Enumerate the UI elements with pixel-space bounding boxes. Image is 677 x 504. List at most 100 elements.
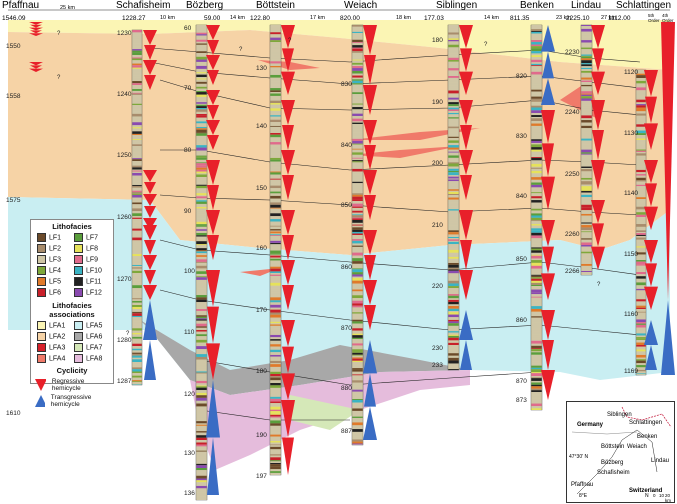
lithology-bed xyxy=(581,147,592,150)
lithology-bed xyxy=(636,369,646,372)
lithology-bed xyxy=(636,172,646,175)
lithology-bed xyxy=(352,148,363,150)
lithology-bed xyxy=(636,224,646,227)
lithology-bed xyxy=(132,284,142,286)
lithology-bed xyxy=(132,58,142,61)
lithology-bed xyxy=(270,334,281,338)
lithology-bed xyxy=(270,364,281,367)
lithology-bed xyxy=(448,252,459,255)
lithology-bed xyxy=(531,25,542,28)
lithology-bed xyxy=(132,280,142,283)
lithology-bed xyxy=(448,312,459,315)
lithology-bed xyxy=(196,450,207,452)
lithology-bed xyxy=(352,136,363,139)
lithology-bed xyxy=(636,257,646,259)
lithology-bed xyxy=(636,186,646,190)
lithology-bed xyxy=(270,106,281,109)
transgressive-hemicycle xyxy=(459,310,473,340)
lithology-bed xyxy=(196,90,207,92)
regressive-hemicycle xyxy=(207,235,219,260)
lithology-bed xyxy=(196,421,207,424)
lithofacies-lf4: LF4 xyxy=(37,266,70,275)
lithology-bed xyxy=(636,122,646,125)
lithology-bed xyxy=(270,314,281,318)
lithology-bed xyxy=(448,267,459,270)
lithology-bed xyxy=(531,289,542,293)
regressive-hemicycle xyxy=(144,270,156,285)
lithology-bed xyxy=(636,90,646,92)
transgressive-hemicycle xyxy=(460,340,472,370)
lithology-bed xyxy=(132,355,142,358)
lithology-bed xyxy=(448,210,459,213)
lithology-bed xyxy=(531,93,542,97)
lithology-bed xyxy=(352,215,363,218)
lithology-bed xyxy=(448,289,459,292)
depth-label-schafisheim: 1280 xyxy=(117,337,132,344)
lithology-bed xyxy=(636,214,646,218)
lithology-bed xyxy=(196,135,207,137)
lithology-bed xyxy=(636,130,646,134)
lithology-bed xyxy=(581,212,592,214)
lithology-bed xyxy=(352,97,363,100)
lithology-bed xyxy=(352,355,363,358)
lithology-bed xyxy=(448,196,459,198)
lithology-bed xyxy=(636,371,646,374)
lithology-bed xyxy=(531,198,542,201)
lithology-bed xyxy=(531,196,542,199)
lithology-bed xyxy=(132,96,142,98)
lithology-bed xyxy=(352,252,363,256)
lithology-bed xyxy=(352,261,363,264)
lithology-bed xyxy=(581,250,592,252)
lithology-bed xyxy=(581,210,592,213)
depth-label-siblingen: 190 xyxy=(432,99,443,106)
transgressive-hemicycle xyxy=(144,340,156,380)
lithology-bed xyxy=(636,219,646,222)
regressive-triangle-icon xyxy=(35,379,46,391)
lithology-bed xyxy=(196,169,207,172)
depth-label-siblingen: 200 xyxy=(432,160,443,167)
lithology-bed xyxy=(531,258,542,261)
lithology-bed xyxy=(270,115,281,117)
lithology-bed xyxy=(270,304,281,308)
lithology-bed xyxy=(581,52,592,55)
lithology-bed xyxy=(531,301,542,305)
lithology-bed xyxy=(581,235,592,237)
lithology-bed xyxy=(531,367,542,370)
lithology-bed xyxy=(270,454,281,456)
lithology-bed xyxy=(270,85,281,89)
lithology-bed xyxy=(448,119,459,122)
lithology-bed xyxy=(132,30,142,33)
lithology-bed xyxy=(448,328,459,332)
legend-label: LF10 xyxy=(86,267,102,275)
lithology-bed xyxy=(531,31,542,34)
lithology-bed xyxy=(196,310,207,313)
lithology-bed xyxy=(531,29,542,31)
lithology-bed xyxy=(531,271,542,274)
lithology-bed xyxy=(448,155,459,158)
lithology-bed xyxy=(531,359,542,362)
lithology-bed xyxy=(531,345,542,349)
lithology-bed xyxy=(636,346,646,350)
regressive-hemicycle xyxy=(281,260,295,285)
lithology-bed xyxy=(352,300,363,304)
lithology-bed xyxy=(196,235,207,237)
lithology-bed xyxy=(196,453,207,456)
lithology-bed xyxy=(132,264,142,266)
lithology-bed xyxy=(196,400,207,404)
lithology-bed xyxy=(196,244,207,246)
lithology-bed xyxy=(531,363,542,366)
lithology-bed xyxy=(352,386,363,390)
lithology-bed xyxy=(448,140,459,143)
lithology-bed xyxy=(196,394,207,396)
lithology-bed xyxy=(132,46,142,50)
lithology-bed xyxy=(636,357,646,360)
lithology-bed xyxy=(636,165,646,167)
lithology-bed xyxy=(132,233,142,236)
lithology-bed xyxy=(531,166,542,168)
lithology-bed xyxy=(352,193,363,195)
lithology-bed xyxy=(270,457,281,461)
lithology-bed xyxy=(636,251,646,253)
depth-label-schafisheim: 1230 xyxy=(117,30,132,37)
lithology-bed xyxy=(581,200,592,203)
lithology-bed xyxy=(531,130,542,132)
